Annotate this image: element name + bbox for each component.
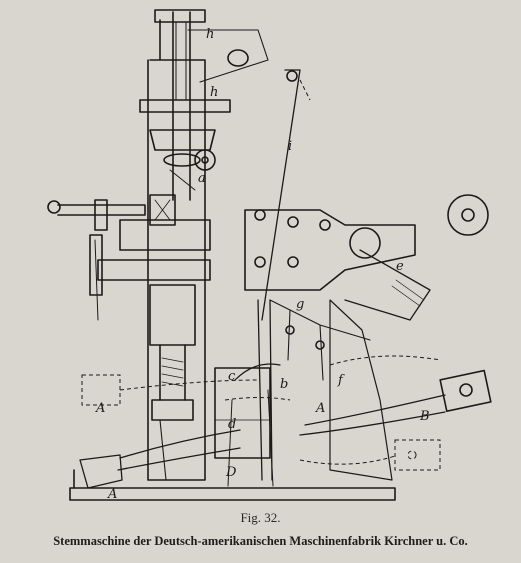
label-a: a <box>198 171 206 186</box>
label-h-top: h <box>206 27 214 42</box>
figure-number: Fig. 32. <box>240 510 281 525</box>
figure-caption: Stemmaschine der Deutsch-amerikanischen … <box>53 534 468 548</box>
label-i: i <box>288 139 292 154</box>
label-g: g <box>296 297 304 312</box>
base-plate <box>69 487 396 501</box>
center-frame <box>214 367 271 459</box>
pulley-wheel <box>447 194 489 236</box>
label-c: c <box>228 369 236 384</box>
right-pedal <box>439 369 492 413</box>
machine-head <box>139 99 231 113</box>
dashed-right-pedal <box>394 439 441 471</box>
right-frame <box>244 209 416 291</box>
label-e: e <box>396 259 404 274</box>
label-A-left: A <box>95 401 105 416</box>
table-clamp <box>57 204 146 216</box>
dashed-left-pedal <box>81 374 121 406</box>
label-A-mid: A <box>315 401 325 416</box>
label-A-low: A <box>107 487 117 502</box>
label-b: b <box>280 377 288 392</box>
label-d: d <box>228 417 236 432</box>
label-h-lower: h <box>210 85 218 100</box>
machine-drawing: h h i a e g c b d f A A A B D <box>47 9 492 502</box>
label-B: B <box>419 409 430 424</box>
label-D: D <box>225 465 237 480</box>
chisel-box <box>149 194 176 226</box>
left-pedal <box>79 454 123 489</box>
figure-labels: h h i a e g c b d f A A A B D <box>95 27 430 502</box>
main-column <box>147 19 206 481</box>
label-f: f <box>337 373 345 388</box>
